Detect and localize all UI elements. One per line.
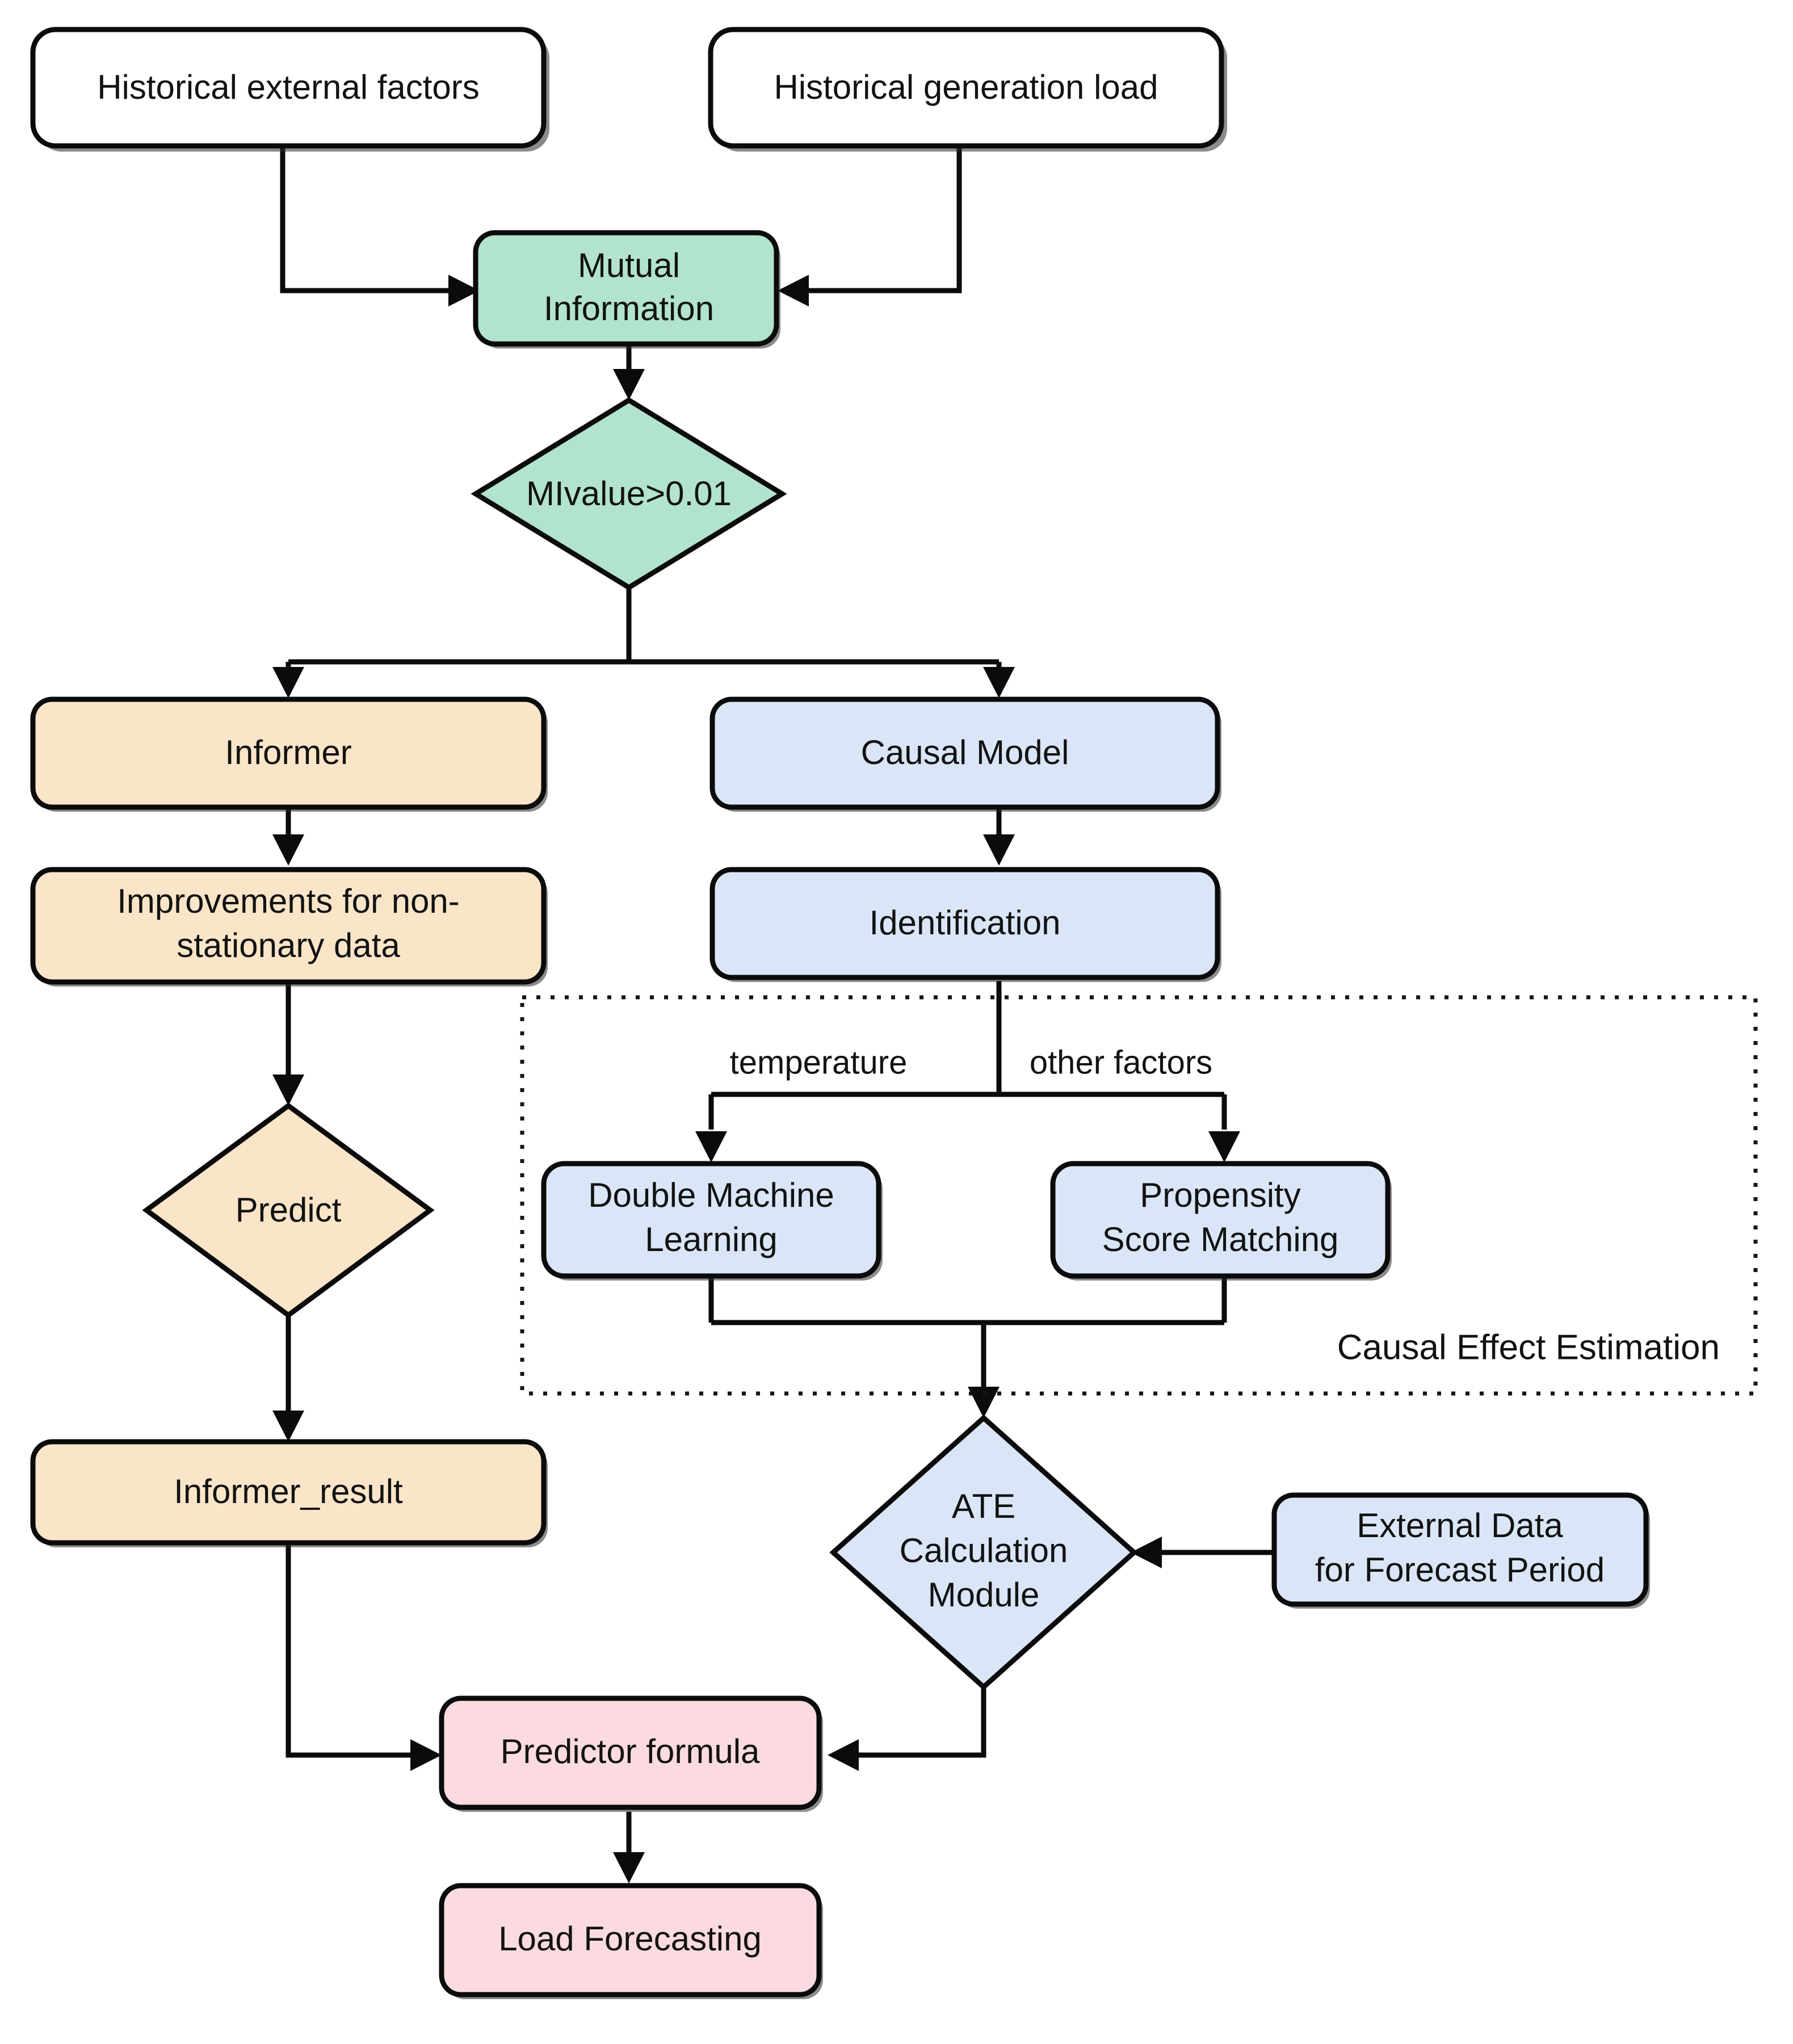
- edge-dml-psm-to-ate: [708, 1277, 1227, 1418]
- node-label-line2: Information: [544, 289, 714, 328]
- node-predictor-formula[interactable]: Predictor formula: [439, 1695, 823, 1812]
- edge-mi-value-split: [272, 587, 1015, 698]
- node-label: Historical generation load: [774, 68, 1158, 106]
- node-label-line1: Improvements for non-: [117, 882, 460, 920]
- node-predict-decision[interactable]: Predict: [142, 1102, 435, 1319]
- node-label-line2: for Forecast Period: [1315, 1551, 1605, 1589]
- node-identification[interactable]: Identification: [709, 867, 1221, 982]
- node-label-line1: Mutual: [578, 246, 680, 284]
- node-label-line1: Propensity: [1140, 1176, 1300, 1214]
- edge-predict-to-informer-result: [272, 1315, 304, 1442]
- node-load-forecasting[interactable]: Load Forecasting: [439, 1883, 823, 1999]
- edge-informer-result-to-predictor: [285, 1543, 442, 1771]
- edge-hist-external-to-mutual-info: [280, 146, 480, 307]
- node-improvements-nonstationary[interactable]: Improvements for non- stationary data: [30, 867, 548, 987]
- node-label-line2: Calculation: [900, 1531, 1068, 1569]
- edge-informer-to-improvements: [272, 806, 304, 866]
- node-historical-generation-load[interactable]: Historical generation load: [708, 27, 1227, 152]
- node-label-line1: ATE: [952, 1487, 1015, 1525]
- node-label: Informer_result: [174, 1472, 403, 1510]
- node-label: Predict: [236, 1191, 342, 1229]
- temperature-label: temperature: [730, 1044, 908, 1081]
- edge-causal-model-to-identification: [983, 806, 1015, 866]
- node-propensity-score-matching[interactable]: Propensity Score Matching: [1050, 1161, 1392, 1281]
- node-informer[interactable]: Informer: [30, 696, 548, 812]
- node-mi-value-decision[interactable]: MIvalue>0.01: [471, 397, 787, 591]
- edge-hist-load-to-mutual-info: [778, 146, 962, 307]
- node-external-data-forecast-period[interactable]: External Data for Forecast Period: [1271, 1492, 1650, 1609]
- node-label: Identification: [870, 904, 1061, 942]
- other-factors-label: other factors: [1030, 1044, 1212, 1081]
- node-label-line1: Double Machine: [588, 1176, 834, 1214]
- node-causal-model[interactable]: Causal Model: [709, 696, 1221, 812]
- node-label-line3: Module: [928, 1576, 1040, 1614]
- node-double-machine-learning[interactable]: Double Machine Learning: [541, 1161, 883, 1281]
- node-label: Historical external factors: [97, 68, 480, 106]
- node-ate-calculation-module[interactable]: ATE Calculation Module: [829, 1414, 1138, 1691]
- node-label-line2: stationary data: [177, 926, 400, 964]
- node-mutual-information[interactable]: Mutual Information: [473, 230, 780, 349]
- edge-mutual-info-to-mi-value: [613, 343, 645, 400]
- edge-external-data-to-ate: [1131, 1537, 1274, 1568]
- edge-improvements-to-predict: [272, 981, 304, 1106]
- node-label: MIvalue>0.01: [526, 475, 732, 513]
- node-label-line2: Score Matching: [1102, 1220, 1339, 1258]
- node-label-line1: External Data: [1357, 1506, 1563, 1544]
- node-historical-external-factors[interactable]: Historical external factors: [30, 27, 549, 152]
- edge-ate-to-predictor: [828, 1687, 986, 1771]
- node-label: Informer: [225, 733, 351, 771]
- edge-predictor-to-load-forecast: [613, 1812, 645, 1883]
- node-label-line2: Learning: [645, 1220, 778, 1258]
- edge-label-other-factors: other factors: [1016, 1040, 1237, 1085]
- node-label: Predictor formula: [501, 1732, 760, 1770]
- edge-identification-split: [695, 981, 1240, 1162]
- node-label: Load Forecasting: [498, 1920, 762, 1958]
- edge-label-temperature: temperature: [714, 1040, 923, 1085]
- node-label: Causal Model: [861, 733, 1069, 771]
- node-informer-result[interactable]: Informer_result: [30, 1439, 548, 1547]
- causal-effect-estimation-label: Causal Effect Estimation: [1337, 1328, 1720, 1367]
